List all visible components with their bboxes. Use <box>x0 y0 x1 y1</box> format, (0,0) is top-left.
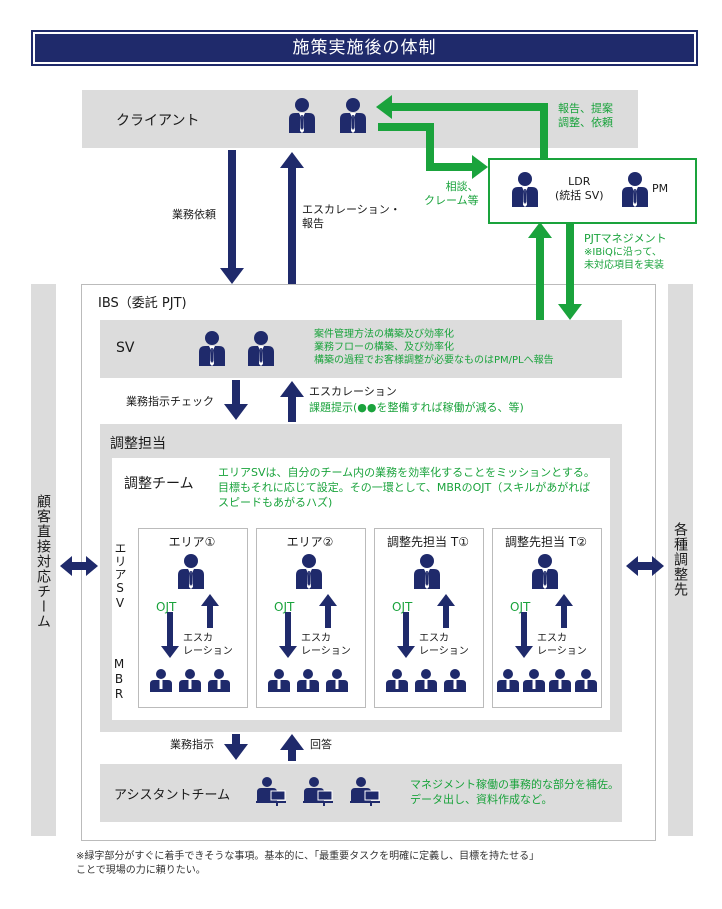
customer-team-label: 顧客直接対応チーム <box>35 494 51 629</box>
ldr-label: LDR (統括 SV) <box>555 175 604 202</box>
escalation-label: エスカ レーション <box>183 633 233 657</box>
escalation-label: エスカ レーション <box>419 633 469 657</box>
area-sv-person-icon <box>178 554 204 589</box>
pm-label: PM <box>652 182 669 195</box>
assistant-worker-icon <box>350 776 380 806</box>
assistant-down-label: 業務指示 <box>170 738 214 751</box>
mbr-person-icon <box>523 669 545 692</box>
mbr-person-icon <box>497 669 519 692</box>
footnote: ※緑字部分がすぐに着手できそうな事項。基本的に、「最重要タスクを明確に定義し、目… <box>76 851 540 876</box>
green-arrow-down-icon <box>558 222 582 320</box>
mbr-person-icon <box>326 669 348 692</box>
client-person-icon <box>340 98 366 133</box>
team-box <box>138 528 248 708</box>
arrow-down-icon <box>224 734 248 760</box>
page-title: 施策実施後の体制 <box>31 30 698 66</box>
assistant-note: マネジメント稼働の事務的な部分を補佐。 データ出し、資料作成など。 <box>410 778 619 806</box>
ojt-label: OJT <box>510 600 531 614</box>
mbr-person-icon <box>208 669 230 692</box>
sv-up-note: 課題提示(●●を整備すれば稼働が減る、等) <box>309 401 524 414</box>
sv-person-icon <box>248 331 274 366</box>
mbr-person-icon <box>179 669 201 692</box>
mbr-person-icon <box>268 669 290 692</box>
area-sv-person-icon <box>296 554 322 589</box>
mbr-person-icon <box>150 669 172 692</box>
assistant-up-label: 回答 <box>310 738 332 751</box>
pjt-mgmt-note: ※IBiQに沿って、 未対応項目を実装 <box>584 247 664 271</box>
coord-team-note: エリアSVは、自分のチーム内の業務を効率化することをミッションとする。目標もそれ… <box>218 466 595 509</box>
escalation-label: エスカ レーション <box>301 633 351 657</box>
partners-bar <box>668 284 693 836</box>
arrow-up-icon <box>280 381 304 422</box>
team-name: エリア② <box>286 535 334 549</box>
double-arrow-icon <box>626 556 664 576</box>
ldr-person-icon <box>512 172 538 207</box>
team-box <box>256 528 366 708</box>
mbr-row-label: MBR <box>112 657 126 702</box>
area-sv-person-icon <box>532 554 558 589</box>
client-label: クライアント <box>116 113 200 129</box>
escalation-label: エスカ レーション <box>537 633 587 657</box>
coord-label: 調整担当 <box>110 436 166 452</box>
green-arrow-report-icon <box>376 95 548 158</box>
team-box <box>492 528 602 708</box>
pm-person-icon <box>622 172 648 207</box>
ojt-label: OJT <box>392 600 413 614</box>
mbr-person-icon <box>386 669 408 692</box>
coord-team-box <box>112 458 610 720</box>
green-arrow-complaint-icon <box>378 123 488 179</box>
mbr-person-icon <box>575 669 597 692</box>
sv-box <box>100 320 622 378</box>
mbr-person-icon <box>444 669 466 692</box>
ojt-label: OJT <box>274 600 295 614</box>
arrow-down-icon <box>224 380 248 420</box>
arrow-up-icon <box>280 152 304 284</box>
assistant-worker-icon <box>256 776 286 806</box>
team-name: エリア① <box>168 535 216 549</box>
assistant-worker-icon <box>303 776 333 806</box>
complaints-label: 相談、 クレーム等 <box>424 180 479 207</box>
client-request-label: 業務依頼 <box>172 208 216 221</box>
team-name: 調整先担当 T① <box>387 535 469 549</box>
area-sv-row-label: エリアSV <box>113 542 127 611</box>
mbr-person-icon <box>297 669 319 692</box>
partners-label: 各種調整先 <box>672 522 688 597</box>
sv-up-label: エスカレーション <box>309 385 397 398</box>
client-escalation-label: エスカレーション・ 報告 <box>302 203 401 230</box>
arrow-down-icon <box>220 150 244 284</box>
team-box <box>374 528 484 708</box>
customer-team-bar <box>31 284 56 836</box>
mbr-person-icon <box>415 669 437 692</box>
sv-down-label: 業務指示チェック <box>126 395 214 408</box>
client-person-icon <box>289 98 315 133</box>
ojt-label: OJT <box>156 600 177 614</box>
sv-label: SV <box>116 340 135 356</box>
mbr-person-icon <box>549 669 571 692</box>
ibs-label: IBS（委託 PJT) <box>98 296 187 311</box>
pjt-mgmt-title: PJTマネジメント <box>584 232 667 245</box>
escalation-arrow-icon <box>201 594 573 628</box>
green-arrow-up-icon <box>528 222 552 320</box>
ojt-arrow-icon <box>161 612 533 658</box>
team-name: 調整先担当 T② <box>505 535 587 549</box>
assistant-label: アシスタントチーム <box>114 788 231 803</box>
arrow-up-icon <box>280 734 304 761</box>
double-arrow-icon <box>60 556 98 576</box>
report-proposal-label: 報告、提案 調整、依頼 <box>558 102 613 129</box>
coord-team-label: 調整チーム <box>124 476 194 492</box>
sv-person-icon <box>199 331 225 366</box>
sv-notes: 案件管理方法の構築及び効率化 業務フローの構築、及び効率化 構築の過程でお客様調… <box>314 329 554 366</box>
area-sv-person-icon <box>414 554 440 589</box>
